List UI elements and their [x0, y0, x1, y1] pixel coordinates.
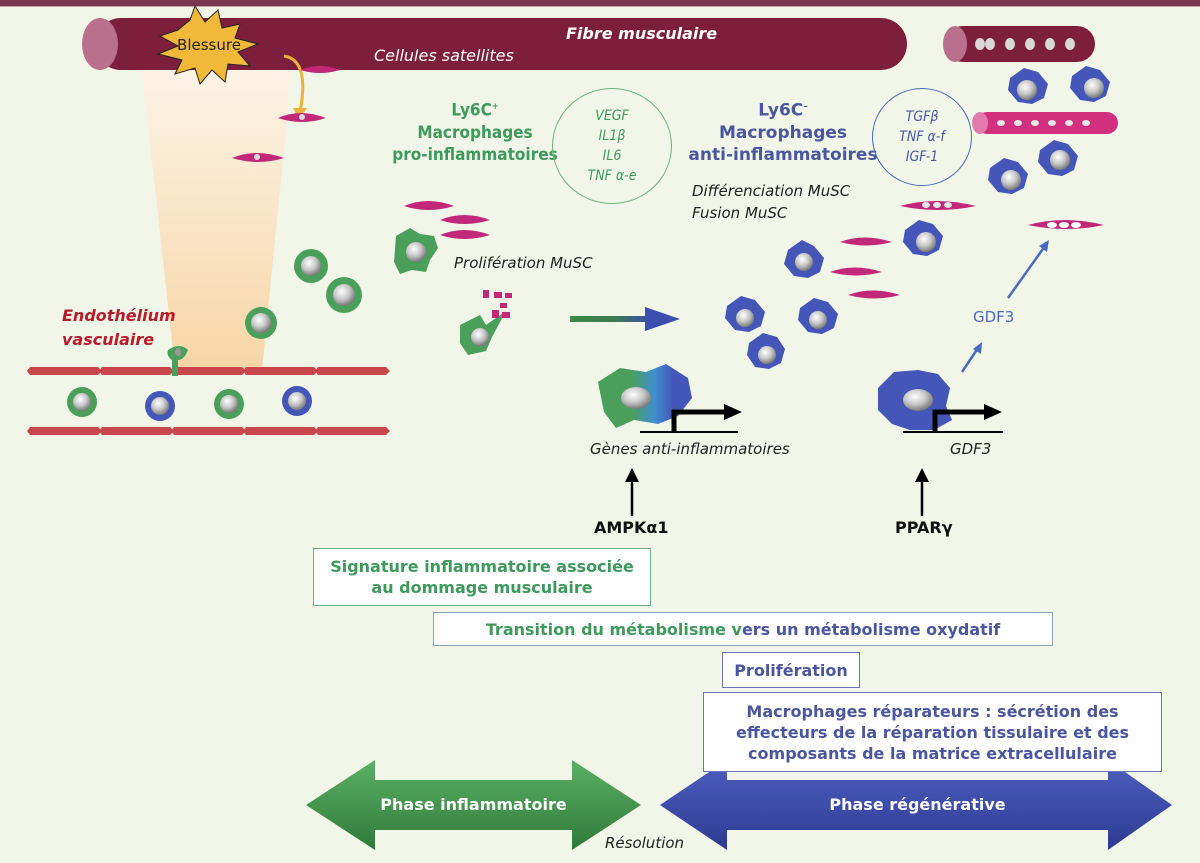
- ly6c-neg-line2: Macrophages: [718, 122, 848, 143]
- musc-notes: Différenciation MuSC Fusion MuSC: [692, 180, 850, 224]
- ly6c-pos-name: Ly6C: [451, 100, 492, 121]
- monocyte-extravasating: [167, 346, 188, 376]
- macrophage-blue: [784, 240, 824, 278]
- monocyte-blue: [145, 391, 175, 421]
- signature-line2: au dommage musculaire: [371, 578, 593, 597]
- injury-label: Blessure: [177, 36, 241, 54]
- monocyte-green: [67, 387, 97, 417]
- muscle-fibre-pink: [972, 112, 1118, 134]
- macrophage-transitional: [598, 364, 692, 428]
- ppar-label: PPARγ: [895, 518, 953, 537]
- macrophage-blue: [747, 333, 785, 369]
- macrophages-blue: [725, 66, 1110, 369]
- resolution-label: Résolution: [605, 834, 685, 852]
- ly6c-pos-sup: +: [491, 102, 499, 112]
- reparateurs-line1: Macrophages réparateurs : sécrétion des: [746, 701, 1119, 721]
- ly6c-pos-line3: pro-inflammatoires: [392, 144, 558, 165]
- ly6c-negative-label: Ly6C– Macrophages anti-inflammatoires: [688, 96, 878, 166]
- migration-arrow-icon: [283, 54, 305, 113]
- anti-inflammatory-factors-circle: TGFβ TNF α-f IGF-1: [872, 88, 972, 186]
- endothelium-label: Endothélium vasculaire: [62, 304, 176, 352]
- factor: IGF-1: [905, 149, 939, 165]
- macrophage-blue: [798, 298, 838, 334]
- ly6c-neg-line3: anti-inflammatoires: [688, 144, 878, 165]
- gene-promoter-arrow-icon: [640, 404, 742, 433]
- myoblasts-differentiating: [830, 201, 1104, 299]
- transition-text-blue: ers un métabolisme oxydatif: [741, 619, 1001, 639]
- macrophage-green-phagocytic: [460, 290, 512, 355]
- reparateurs-line2: effecteurs de la réparation tissulaire e…: [735, 722, 1130, 742]
- monocyte-green: [294, 249, 328, 283]
- ampk-label: AMPKα1: [594, 518, 669, 537]
- note-fusion: Fusion MuSC: [692, 204, 788, 222]
- reparateurs-box: Macrophages réparateurs : sécrétion des …: [703, 692, 1162, 772]
- anti-inflammatory-genes-label: Gènes anti-inflammatoires: [590, 440, 790, 458]
- signature-line1: Signature inflammatoire associée: [330, 557, 634, 576]
- proliferation-musc-label: Prolifération MuSC: [454, 254, 593, 272]
- factor: IL1β: [598, 128, 626, 144]
- macrophage-blue: [725, 296, 765, 332]
- endothelium-line2: vasculaire: [62, 330, 155, 349]
- macrophage-blue: [903, 220, 943, 256]
- fibre-subtitle: Cellules satellites: [374, 46, 514, 65]
- endothelium-line1: Endothélium: [62, 306, 176, 325]
- signature-box: Signature inflammatoire associée au domm…: [313, 548, 651, 606]
- macrophage-blue: [1008, 68, 1048, 104]
- fibre-title: Fibre musculaire: [566, 24, 718, 43]
- muscle-fibre-small-top: [943, 26, 1095, 62]
- phase-inflammatoire-label: Phase inflammatoire: [380, 795, 567, 814]
- monocyte-green: [214, 389, 244, 419]
- macrophage-green-1: [394, 228, 438, 274]
- myoblasts-proliferating: [404, 201, 490, 239]
- monocyte-green: [245, 307, 277, 339]
- macrophage-gdf3: [878, 370, 952, 430]
- reparateurs-line3: composants de la matrice extracellulaire: [748, 743, 1117, 763]
- monocyte-green: [326, 277, 362, 313]
- gdf3-gene-label: GDF3: [950, 440, 992, 458]
- ly6c-neg-sup: –: [803, 102, 808, 112]
- ly6c-neg-name: Ly6C: [758, 100, 804, 121]
- satellite-cells: [232, 66, 340, 162]
- note-differentiation: Différenciation MuSC: [692, 182, 851, 200]
- factor: IL6: [602, 148, 622, 164]
- macrophage-blue: [988, 158, 1028, 194]
- injury-star-icon: [156, 4, 260, 86]
- phase-regenerative-label: Phase régénérative: [829, 795, 1006, 814]
- ly6c-positive-label: Ly6C+ Macrophages pro-inflammatoires: [390, 96, 560, 166]
- proliferation-text: Prolifération: [734, 660, 848, 680]
- proliferation-box: Prolifération: [722, 652, 860, 688]
- phase-inflammatoire-arrow-icon: [306, 760, 641, 850]
- transition-text-green: Transition du métabolisme v: [485, 619, 742, 639]
- endothelium-cells: [27, 367, 390, 435]
- muscle-fibre-main: [82, 18, 907, 70]
- factor: TGFβ: [905, 109, 939, 125]
- gdf3-arrows: [960, 240, 1049, 373]
- gdf3-secreted-label: GDF3: [973, 308, 1015, 326]
- monocyte-blue: [282, 386, 312, 416]
- regulator-arrows: [625, 468, 929, 516]
- factor: TNF α-f: [899, 129, 945, 145]
- factor: TNF α-e: [587, 168, 637, 184]
- ly6c-pos-line2: Macrophages: [417, 122, 533, 143]
- macrophage-blue: [1070, 66, 1110, 102]
- injury-beam: [142, 70, 292, 370]
- macrophage-blue: [1038, 140, 1078, 176]
- phase-regenerative-arrow-icon: [660, 760, 1172, 850]
- top-border-bar: [0, 0, 1200, 7]
- factor: VEGF: [595, 108, 629, 124]
- pro-inflammatory-factors-circle: VEGF IL1β IL6 TNF α-e: [552, 88, 672, 204]
- monocytes: [67, 249, 362, 421]
- gdf3-promoter-arrow-icon: [903, 404, 1003, 433]
- transition-arrow-icon: [570, 307, 680, 331]
